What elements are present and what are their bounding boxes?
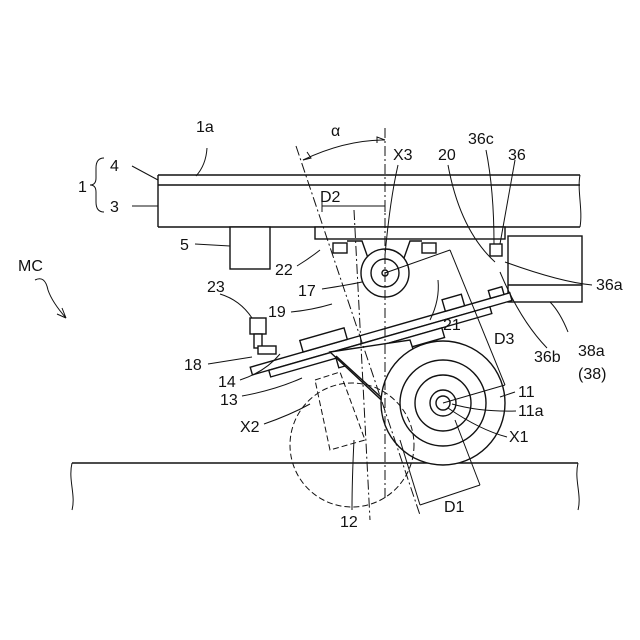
- alpha-arc: [303, 137, 385, 160]
- label-36a: 36a: [596, 277, 623, 294]
- adjuster-23: [250, 318, 276, 354]
- label-alpha: α: [331, 123, 340, 140]
- label-23: 23: [207, 279, 225, 296]
- label-x1: X1: [509, 429, 529, 446]
- label-11a: 11a: [518, 403, 544, 420]
- label-14: 14: [218, 374, 236, 391]
- label-21: 21: [443, 317, 461, 334]
- label-20: 20: [438, 147, 456, 164]
- label-38a: 38a: [578, 343, 605, 360]
- label-x3: X3: [393, 147, 413, 164]
- label-36b: 36b: [534, 349, 561, 366]
- label-mc: MC: [18, 258, 43, 275]
- leader-lines: [132, 148, 592, 510]
- mount-plate: [315, 227, 505, 258]
- label-d2: D2: [320, 189, 341, 206]
- mc-arrow: [35, 279, 66, 318]
- label-d3: D3: [494, 331, 515, 348]
- label-11: 11: [518, 384, 535, 401]
- label-12: 12: [340, 514, 358, 531]
- part-5-block: [230, 227, 270, 269]
- label-36c: 36c: [468, 131, 494, 148]
- label-22: 22: [275, 262, 293, 279]
- label-1: 1: [78, 179, 87, 196]
- label-19: 19: [268, 304, 286, 321]
- label-18: 18: [184, 357, 202, 374]
- label-36: 36: [508, 147, 526, 164]
- label-5: 5: [180, 237, 189, 254]
- label-3: 3: [110, 199, 119, 216]
- label-d1: D1: [444, 499, 465, 516]
- body-plate: [158, 175, 581, 227]
- label-38: (38): [578, 366, 606, 383]
- label-1a: 1a: [196, 119, 214, 136]
- label-x2: X2: [240, 419, 260, 436]
- label-4: 4: [110, 158, 119, 175]
- label-13: 13: [220, 392, 238, 409]
- floor: [71, 463, 579, 510]
- label-17: 17: [298, 283, 316, 300]
- brace-1: [90, 158, 104, 212]
